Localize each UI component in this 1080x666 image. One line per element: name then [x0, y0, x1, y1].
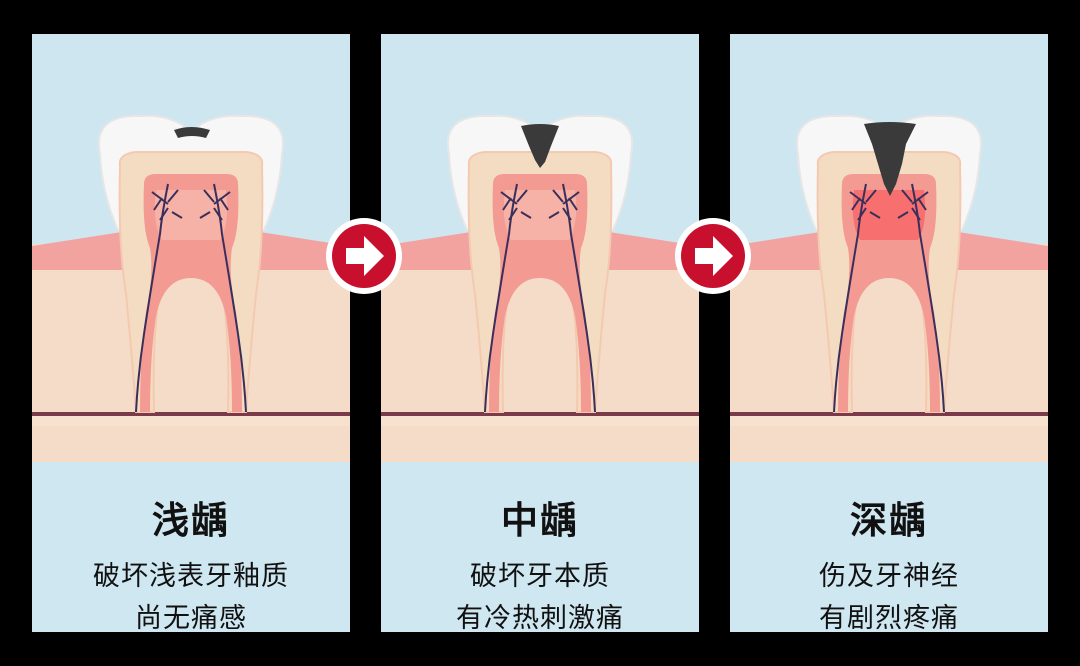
- tooth-illustration-shallow: [32, 114, 350, 462]
- stage-description-line-2: 有冷热刺激痛: [456, 603, 624, 632]
- stage-description-line-1: 破坏牙本质: [470, 561, 610, 592]
- panel-deep-caries: 深龋 伤及牙神经 有剧烈疼痛: [730, 34, 1048, 632]
- tooth-illustration-deep: [730, 114, 1048, 462]
- gum-right: [238, 231, 350, 270]
- panel-medium-caries: 中龋 破坏牙本质 有冷热刺激痛: [381, 34, 699, 632]
- right-arrow-icon: [326, 218, 402, 294]
- bone-line: [381, 412, 699, 416]
- gum-right: [587, 231, 699, 270]
- nerves: [135, 183, 247, 413]
- caption-deep-caries: 深龋 伤及牙神经 有剧烈疼痛: [730, 462, 1048, 632]
- pulp-inner: [154, 190, 228, 240]
- tooth-illustration-medium: [381, 114, 699, 462]
- bone-band: [32, 416, 350, 426]
- nerves: [833, 183, 945, 413]
- caption-shallow-caries: 浅龋 破坏浅表牙釉质 尚无痛感: [32, 462, 350, 632]
- right-arrow-icon: [675, 218, 751, 294]
- stage-description-line-1: 破坏浅表牙釉质: [93, 561, 289, 592]
- gum-left: [32, 231, 144, 270]
- stage-description-line-2: 尚无痛感: [135, 603, 247, 632]
- stage-title: 中龋: [501, 499, 579, 542]
- stage-title: 深龋: [850, 499, 928, 542]
- bone-line: [730, 412, 1048, 416]
- bone-band: [381, 416, 699, 426]
- decay-spot: [864, 122, 916, 196]
- bone-band: [730, 416, 1048, 426]
- decay-spot: [521, 124, 559, 168]
- stage-title: 浅龋: [152, 499, 230, 542]
- stage-description-line-1: 伤及牙神经: [819, 561, 959, 592]
- caption-medium-caries: 中龋 破坏牙本质 有冷热刺激痛: [381, 462, 699, 632]
- gum-right: [936, 231, 1048, 270]
- decay-spot: [174, 127, 210, 138]
- nerves: [484, 183, 596, 413]
- stage-description-line-2: 有剧烈疼痛: [819, 603, 959, 632]
- bone-line: [32, 412, 350, 416]
- pulp-inflamed: [852, 190, 926, 240]
- gum-left: [381, 231, 493, 270]
- pulp-inner: [503, 190, 577, 240]
- panel-shallow-caries: 浅龋 破坏浅表牙釉质 尚无痛感: [32, 34, 350, 632]
- gum-left: [730, 231, 842, 270]
